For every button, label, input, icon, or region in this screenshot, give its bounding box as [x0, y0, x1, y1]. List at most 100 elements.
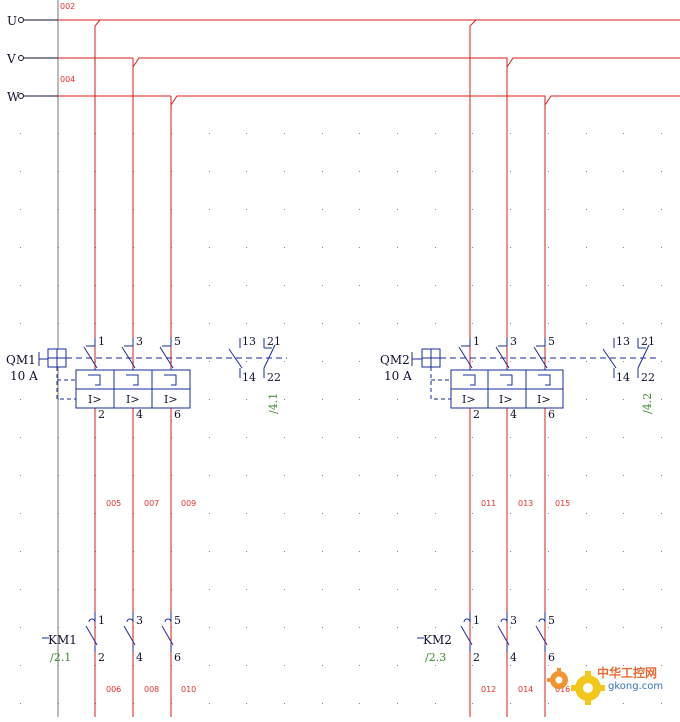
breaker-rating: 10 A: [384, 369, 412, 383]
watermark-brand: 中华工控网: [597, 665, 657, 680]
terminal-label: 21: [267, 335, 281, 348]
grid-dot: [661, 437, 662, 438]
grid-dot: [586, 171, 587, 172]
grid-dot: [20, 133, 21, 134]
grid-dot: [510, 703, 511, 704]
grid-dot: [246, 323, 247, 324]
grid-dot: [359, 323, 360, 324]
grid-dot: [246, 703, 247, 704]
terminal-label: 1: [98, 614, 105, 627]
grid-dot: [359, 475, 360, 476]
grid-dot: [20, 703, 21, 704]
grid-dot: [472, 323, 473, 324]
grid-dot: [209, 589, 210, 590]
grid-dot: [661, 475, 662, 476]
breaker-qm1: QM1 10 A 1 3 5: [6, 335, 287, 421]
contactor-contact-icon: [460, 612, 473, 652]
grid-dot: [322, 665, 323, 666]
grid-dot: [20, 285, 21, 286]
grid-dot: [472, 475, 473, 476]
grid-dot: [586, 589, 587, 590]
grid-dot: [246, 171, 247, 172]
grid-dot: [359, 285, 360, 286]
terminal-label: 13: [242, 335, 256, 348]
terminal-label: 14: [242, 371, 256, 384]
grid-dot: [209, 323, 210, 324]
grid-dot: [284, 437, 285, 438]
grid-dot: [510, 513, 511, 514]
aux-nc-contact-icon: [637, 338, 650, 378]
grid-dot: [359, 361, 360, 362]
grid-dot: [209, 247, 210, 248]
grid-dot: [20, 171, 21, 172]
grid-dot: [472, 437, 473, 438]
grid-dot: [472, 133, 473, 134]
grid-dot: [435, 209, 436, 210]
grid-dot: [209, 361, 210, 362]
wire-number: 002: [60, 2, 75, 11]
grid-dot: [623, 323, 624, 324]
grid-dot: [661, 665, 662, 666]
wire-u-drop-2: [100, 19, 478, 717]
grid-dot: [209, 513, 210, 514]
contactor-contact-icon: [123, 612, 136, 652]
grid-dot: [510, 285, 511, 286]
terminal-label: 21: [641, 335, 655, 348]
terminal-label: 2: [98, 408, 105, 421]
aux-nc-contact-icon: [263, 338, 276, 378]
wire-number: 014: [518, 685, 533, 694]
grid-dot: [510, 665, 511, 666]
grid-dot: [322, 703, 323, 704]
grid-dot: [284, 399, 285, 400]
grid-dot: [548, 513, 549, 514]
grid-dot: [586, 475, 587, 476]
grid-dot: [548, 133, 549, 134]
grid-dot: [359, 703, 360, 704]
grid-dot: [322, 627, 323, 628]
grid-dot: [322, 171, 323, 172]
grid-dot: [359, 513, 360, 514]
grid-dot: [472, 627, 473, 628]
grid-dot: [246, 551, 247, 552]
grid-dot: [209, 171, 210, 172]
cross-reference: /4.2: [641, 393, 654, 414]
terminal-label: 4: [510, 651, 517, 664]
phase-label-w: W: [7, 90, 20, 104]
grid-dot: [246, 361, 247, 362]
grid-dot: [623, 285, 624, 286]
cross-reference: /2.3: [425, 651, 446, 664]
grid-dot: [548, 437, 549, 438]
aux-no-contact-icon: [602, 338, 617, 378]
grid-dot: [20, 209, 21, 210]
grid-dot: [586, 323, 587, 324]
grid-dot: [623, 703, 624, 704]
grid-dot: [623, 209, 624, 210]
grid-dot: [284, 703, 285, 704]
grid-dot: [510, 171, 511, 172]
grid-dot: [623, 247, 624, 248]
grid-dot: [359, 437, 360, 438]
grid-dot: [322, 437, 323, 438]
grid-dot: [435, 513, 436, 514]
thermal-trip-icon: [88, 374, 101, 386]
grid-dot: [246, 133, 247, 134]
grid-dot: [548, 361, 549, 362]
magnetic-trip-label: I>: [88, 393, 102, 406]
grid-dot: [661, 589, 662, 590]
dot-grid: [20, 133, 662, 704]
grid-dot: [586, 437, 587, 438]
grid-dot: [397, 323, 398, 324]
grid-dot: [322, 589, 323, 590]
grid-dot: [322, 513, 323, 514]
magnetic-trip-label: I>: [499, 393, 513, 406]
grid-dot: [20, 323, 21, 324]
grid-dot: [586, 665, 587, 666]
grid-dot: [623, 589, 624, 590]
grid-dot: [209, 285, 210, 286]
grid-dot: [209, 551, 210, 552]
grid-dot: [661, 551, 662, 552]
grid-dot: [548, 665, 549, 666]
grid-dot: [209, 437, 210, 438]
grid-dot: [661, 209, 662, 210]
